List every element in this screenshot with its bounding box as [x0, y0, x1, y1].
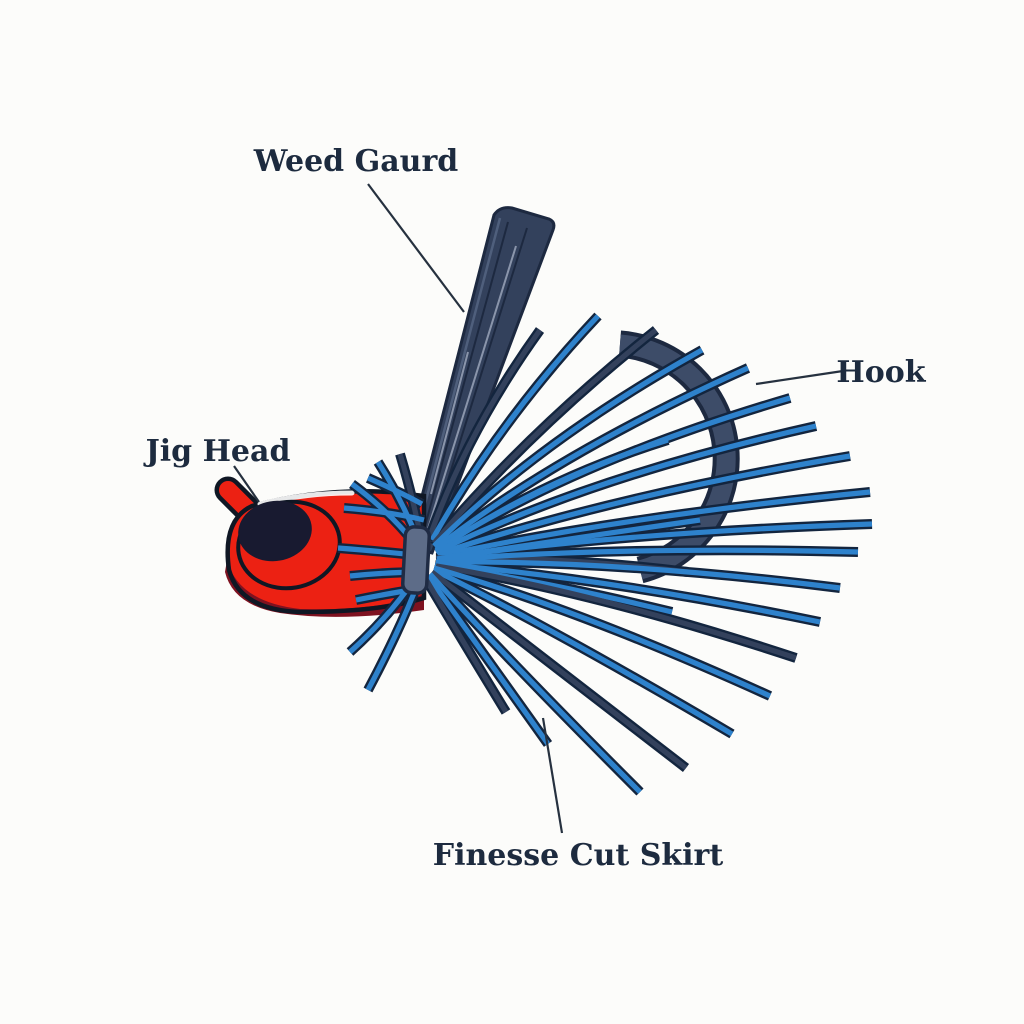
- leader-hook: [755, 369, 844, 386]
- weed-guard-streak: [412, 217, 502, 547]
- leader-weed-guard: [367, 183, 465, 313]
- weed-guard-streak: [430, 351, 469, 495]
- label-finesse-cut-skirt: Finesse Cut Skirt: [433, 838, 724, 873]
- label-jig-head: Jig Head: [143, 434, 291, 469]
- labels: Weed Gaurd Hook Jig Head Finesse Cut Ski…: [143, 144, 927, 873]
- collar-band: [400, 525, 432, 595]
- eye-pupil: [238, 500, 312, 562]
- weed-guard-streak: [421, 245, 517, 549]
- skirt-strands: [337, 314, 873, 794]
- leader-finesse-cut-skirt: [541, 717, 564, 834]
- label-weed-guard: Weed Gaurd: [253, 144, 459, 179]
- leader-lines: [233, 183, 844, 834]
- weed-guard-streak: [418, 221, 509, 549]
- label-hook: Hook: [836, 355, 926, 390]
- leader-jig-head: [233, 465, 260, 503]
- weed-guard-bundle: [407, 206, 556, 555]
